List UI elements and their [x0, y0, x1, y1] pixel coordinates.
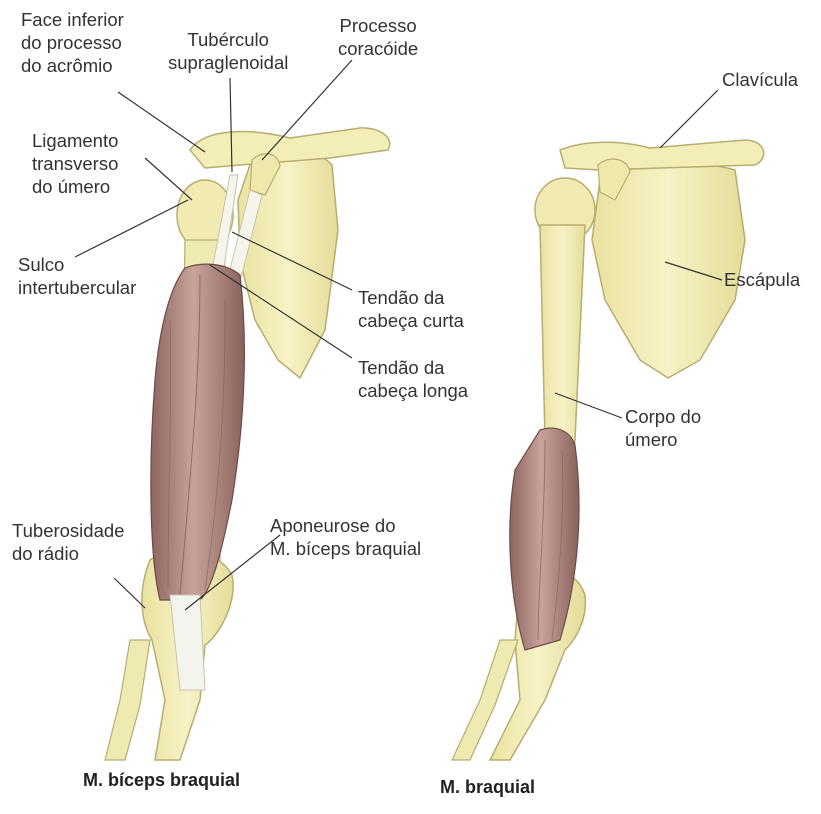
- label-sulco: Sulco intertubercular: [18, 253, 136, 299]
- caption-biceps: M. bíceps braquial: [83, 770, 240, 791]
- right-bone-group: [452, 140, 764, 760]
- label-corpo-umero: Corpo do úmero: [625, 405, 701, 451]
- label-tuberculo: Tubérculo supraglenoidal: [168, 28, 288, 74]
- label-tuberosidade: Tuberosidade do rádio: [12, 519, 124, 565]
- left-forearm-ulna: [105, 640, 150, 760]
- caption-braquial: M. braquial: [440, 777, 535, 798]
- label-ligamento: Ligamento transverso do úmero: [32, 129, 118, 198]
- right-clavicle: [560, 140, 764, 170]
- label-tendao-longa: Tendão da cabeça longa: [358, 356, 468, 402]
- label-processo: Processo coracóide: [338, 14, 418, 60]
- label-tendao-curta: Tendão da cabeça curta: [358, 286, 464, 332]
- label-clavicula: Clavícula: [722, 68, 798, 91]
- label-aponeurose: Aponeurose do M. bíceps braquial: [270, 514, 421, 560]
- label-escapula: Escápula: [724, 268, 800, 291]
- left-biceps-belly: [151, 264, 245, 600]
- label-face-inferior: Face inferior do processo do acrômio: [21, 8, 124, 77]
